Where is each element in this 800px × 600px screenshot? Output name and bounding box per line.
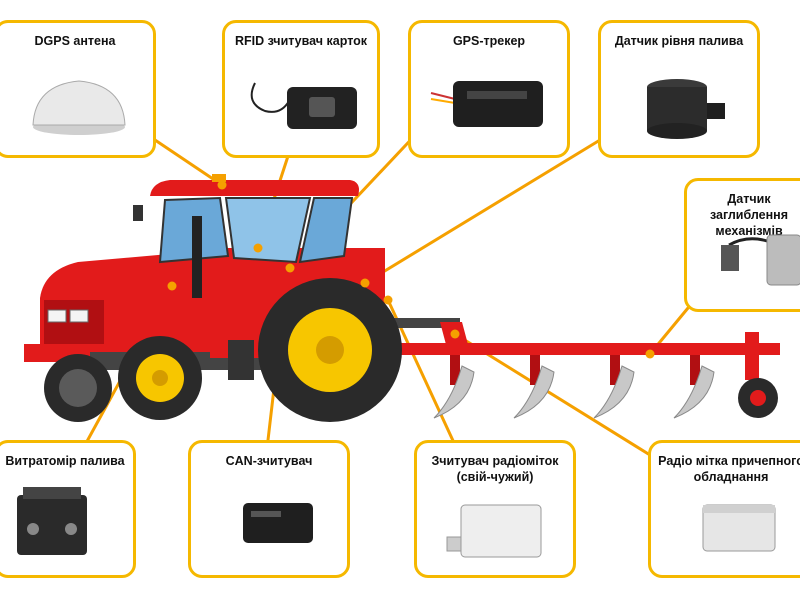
plow-gauge-wheel-hub — [750, 390, 766, 406]
connector-dot — [450, 329, 460, 339]
plow-share — [673, 355, 715, 419]
dome-antenna-icon — [32, 80, 126, 135]
plow-frame-beam — [392, 343, 780, 355]
device-card-can: CAN-зчитувач — [188, 440, 350, 578]
connector-dot — [167, 281, 177, 291]
device-card-dgps: DGPS антена — [0, 20, 156, 158]
tractor-mirror — [133, 205, 143, 221]
plow-share — [593, 355, 635, 419]
device-card-flow: Витратомір палива — [0, 440, 136, 578]
plow-share — [433, 355, 475, 419]
cable-sensor-icon — [721, 234, 800, 286]
device-card-rfid: RFID зчитувач карток — [222, 20, 380, 158]
tractor-cabin-roof — [150, 180, 359, 196]
connector-dot — [645, 349, 655, 359]
radio-reader-box-icon — [446, 504, 542, 558]
tractor-cabin-window — [298, 197, 354, 264]
plow-implement — [392, 318, 780, 419]
device-label-depth: Датчик заглиблення механізмів — [709, 192, 789, 238]
tractor — [24, 174, 402, 422]
device-label-radio-tag: Радіо мітка причепного обладнання — [658, 454, 800, 484]
device-label-flow: Витратомір палива — [5, 454, 125, 468]
card-reader-icon — [250, 82, 357, 129]
tractor-beacon — [212, 174, 226, 182]
connector-dot — [217, 180, 227, 190]
device-card-gps: GPS-трекер — [408, 20, 570, 158]
tractor-front-wheel — [44, 354, 112, 422]
connector-dot — [253, 243, 263, 253]
fuel-level-sensor-icon — [647, 79, 725, 139]
tracker-box-icon — [430, 81, 543, 127]
tractor-exhaust-pipe — [192, 216, 202, 298]
device-label-radio-reader: Зчитувач радіоміток (свій-чужий) — [431, 454, 559, 484]
tractor-front-wheel — [118, 336, 202, 420]
tractor-step — [228, 340, 254, 380]
connector-dots — [167, 180, 655, 359]
tractor-cabin-window — [224, 197, 312, 264]
connector-dot — [360, 278, 370, 288]
tractor-headlight — [47, 309, 67, 323]
plow-hitch-arm — [392, 318, 460, 328]
tractor-rear-wheel — [258, 278, 402, 422]
can-module-icon — [243, 503, 313, 543]
device-card-fuel-level: Датчик рівня палива — [598, 20, 760, 158]
connector-dot — [285, 263, 295, 273]
plow-share — [513, 355, 555, 419]
device-card-radio-tag: Радіо мітка причепного обладнання — [648, 440, 800, 578]
plow-shares — [433, 355, 715, 419]
device-label-fuel-level: Датчик рівня палива — [614, 34, 744, 48]
device-label-dgps: DGPS антена — [34, 34, 116, 48]
plow-rear-post — [745, 332, 759, 380]
device-label-can: CAN-зчитувач — [225, 454, 313, 468]
radio-tag-box-icon — [702, 504, 776, 552]
flow-meter-icon — [17, 487, 87, 555]
device-label-rfid: RFID зчитувач карток — [234, 34, 368, 48]
device-card-depth: Датчик заглиблення механізмів — [684, 178, 800, 312]
connector-dgps — [153, 138, 224, 187]
connector-dot — [383, 295, 393, 305]
connector-fuel-level — [363, 138, 602, 285]
tractor-headlight — [69, 309, 89, 323]
device-label-gps: GPS-трекер — [452, 34, 526, 48]
device-card-radio-reader: Зчитувач радіоміток (свій-чужий) — [414, 440, 576, 578]
